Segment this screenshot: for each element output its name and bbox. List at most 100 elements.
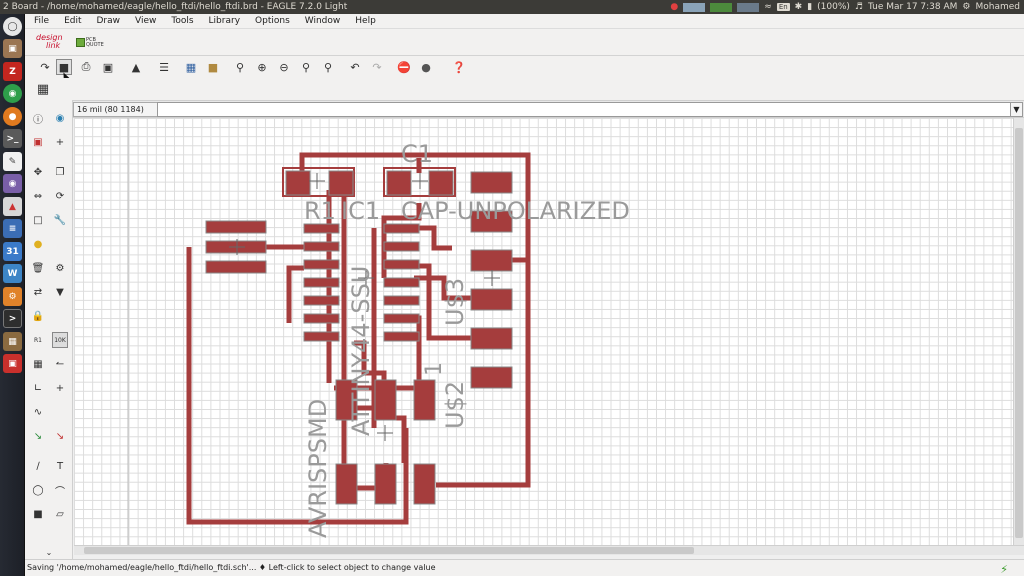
- cpu-monitor-icon[interactable]: [683, 2, 706, 12]
- u2-pads[interactable]: [335, 379, 436, 421]
- archive-icon[interactable]: ▦: [3, 332, 22, 351]
- pad[interactable]: [383, 259, 420, 270]
- menu-file[interactable]: File: [34, 16, 50, 26]
- gear-icon[interactable]: ⚙: [962, 2, 971, 12]
- stop-icon[interactable]: ⛔: [397, 60, 411, 74]
- rotate-icon[interactable]: ⟳: [55, 190, 65, 202]
- pad[interactable]: [470, 171, 513, 194]
- change-icon[interactable]: 🔧: [53, 214, 67, 226]
- pad[interactable]: [303, 259, 340, 270]
- pad[interactable]: [383, 331, 420, 342]
- avrisp-header[interactable]: [205, 220, 267, 274]
- zoom-out-icon[interactable]: ⊖: [279, 60, 289, 74]
- replace-icon[interactable]: ⇄: [33, 286, 43, 298]
- pad[interactable]: [303, 331, 340, 342]
- board-icon[interactable]: ■: [207, 60, 219, 74]
- pad[interactable]: [428, 170, 454, 196]
- pad[interactable]: [303, 277, 340, 288]
- auto-route-icon[interactable]: ↘: [55, 430, 65, 442]
- pad[interactable]: [374, 379, 397, 421]
- add-icon[interactable]: ⚙: [55, 262, 65, 274]
- menu-options[interactable]: Options: [255, 16, 290, 26]
- meander-icon[interactable]: ∿: [33, 406, 43, 418]
- bluetooth-icon[interactable]: ✱: [794, 2, 803, 12]
- more-tools-icon[interactable]: ⌄: [45, 547, 53, 557]
- open-icon[interactable]: ↷: [40, 60, 50, 74]
- info-icon[interactable]: ⓘ: [33, 114, 43, 126]
- name-icon[interactable]: R1: [34, 336, 42, 344]
- trace[interactable]: [414, 275, 474, 301]
- board-drawing[interactable]: C1 CAP-UNPOLARIZED R1 IC1 ATTINY44-SSU U…: [74, 118, 1013, 545]
- vertical-scroll-thumb[interactable]: [1015, 128, 1023, 538]
- move-icon[interactable]: ✥: [33, 166, 43, 178]
- pad[interactable]: [328, 170, 354, 196]
- vertical-scrollbar[interactable]: [1013, 118, 1024, 545]
- pad[interactable]: [335, 379, 358, 421]
- pad[interactable]: [470, 366, 513, 389]
- zoom-in-icon[interactable]: ⊕: [257, 60, 267, 74]
- group-icon[interactable]: □: [33, 214, 43, 226]
- schematic-icon[interactable]: ▦: [185, 60, 197, 74]
- arc-icon[interactable]: ⌒: [55, 486, 65, 498]
- ulp-icon[interactable]: ▲: [131, 60, 141, 74]
- pcb-quote-button[interactable]: PCB QUOTE: [76, 35, 104, 50]
- wire-icon[interactable]: ↘: [33, 430, 43, 442]
- network-monitor-icon[interactable]: [737, 2, 760, 12]
- menu-edit[interactable]: Edit: [64, 16, 82, 26]
- pad[interactable]: [303, 295, 340, 306]
- firefox-icon[interactable]: ●: [3, 107, 22, 126]
- script-icon[interactable]: ☰: [159, 60, 169, 74]
- user-name[interactable]: Mohamed: [975, 2, 1020, 12]
- pad[interactable]: [413, 463, 436, 505]
- pad[interactable]: [303, 241, 340, 252]
- trace[interactable]: [354, 405, 377, 428]
- terminal-icon[interactable]: >_: [3, 129, 22, 148]
- paste-icon[interactable]: ●: [33, 238, 43, 250]
- trace[interactable]: [186, 247, 409, 525]
- calendar-icon[interactable]: 31: [3, 242, 22, 261]
- smash-icon[interactable]: ▼: [56, 286, 64, 298]
- line-icon[interactable]: ∕: [36, 460, 40, 472]
- network-icon[interactable]: ≡: [3, 219, 22, 238]
- terminal2-icon[interactable]: >: [3, 309, 22, 328]
- r1-pads[interactable]: [335, 463, 436, 505]
- display-layers-icon[interactable]: ▣: [33, 136, 43, 148]
- pad[interactable]: [205, 220, 267, 234]
- ripup-icon[interactable]: +: [55, 382, 65, 394]
- battery-level[interactable]: (100%): [817, 2, 850, 12]
- ic1-pads-right[interactable]: [383, 223, 420, 342]
- horizontal-scrollbar[interactable]: [74, 545, 1024, 555]
- redo-icon[interactable]: ↷: [372, 60, 382, 74]
- software-center-icon[interactable]: ▣: [3, 354, 22, 373]
- polygon-icon[interactable]: ▱: [56, 508, 64, 520]
- undo-icon[interactable]: ↶: [350, 60, 360, 74]
- pad[interactable]: [470, 210, 513, 233]
- popcorn-icon[interactable]: ▲: [3, 197, 22, 216]
- filezilla-icon[interactable]: Z: [3, 62, 22, 81]
- files-icon[interactable]: ▣: [3, 39, 22, 58]
- help-icon[interactable]: ❓: [452, 60, 466, 74]
- pad[interactable]: [383, 295, 420, 306]
- menu-tools[interactable]: Tools: [171, 16, 194, 26]
- mirror-icon[interactable]: ⇔: [33, 190, 43, 202]
- pad[interactable]: [383, 167, 456, 197]
- cam-processor-icon[interactable]: ▣: [102, 60, 114, 74]
- record-icon[interactable]: ●: [670, 2, 679, 12]
- u3-ftdi-pads[interactable]: [470, 171, 513, 389]
- text-icon[interactable]: T: [56, 460, 64, 472]
- pad[interactable]: [470, 249, 513, 272]
- optimize-icon[interactable]: ↼: [55, 358, 65, 370]
- circle-icon[interactable]: ◯: [32, 484, 44, 496]
- memory-monitor-icon[interactable]: [710, 2, 733, 12]
- copy-icon[interactable]: ❐: [55, 166, 65, 178]
- print-icon[interactable]: ⎙: [81, 60, 91, 73]
- menu-help[interactable]: Help: [355, 16, 376, 26]
- menu-window[interactable]: Window: [304, 16, 341, 26]
- wifi-icon[interactable]: ≈: [764, 2, 772, 12]
- menu-view[interactable]: View: [135, 16, 157, 26]
- volume-icon[interactable]: ♬: [854, 2, 864, 12]
- command-line-input[interactable]: [157, 102, 1011, 117]
- gimp-icon[interactable]: ◉: [3, 174, 22, 193]
- ic1-pads-left[interactable]: [303, 223, 340, 342]
- pad[interactable]: [383, 223, 420, 234]
